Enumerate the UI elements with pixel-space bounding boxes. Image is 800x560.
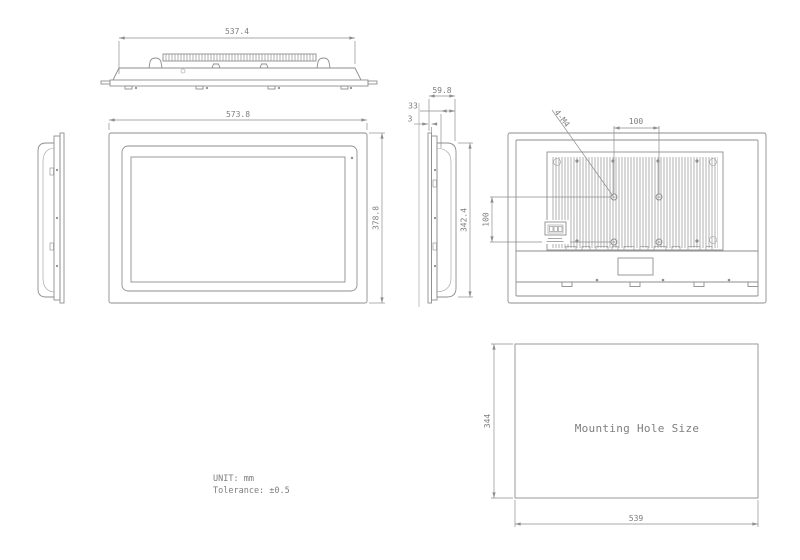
front-outer-frame <box>108 132 368 304</box>
top-view-width-dim: 537.4 <box>225 27 249 36</box>
front-view: 573.8 378.8 <box>108 110 385 304</box>
mounting-label: Mounting Hole Size <box>575 422 700 435</box>
rear-heatsink-plate <box>546 151 724 251</box>
front-view-width-dim: 573.8 <box>226 110 250 119</box>
side-body-height-dim: 342.4 <box>460 208 469 232</box>
mounting-width-dim: 539 <box>629 514 644 523</box>
rear-outer-frame <box>507 132 767 304</box>
rear-view: 4-M4 100 100 <box>482 108 767 304</box>
rear-chassis <box>515 139 759 297</box>
side-bezel-dim: 3 <box>408 115 413 124</box>
unit-note: UNIT: mm <box>213 474 254 484</box>
side-view: 59.8 33 3 342.4 <box>408 86 473 307</box>
tolerance-note: Tolerance: ±0.5 <box>213 486 290 496</box>
rear-holes-callout: 4-M4 <box>552 108 571 129</box>
left-side-view <box>37 132 65 304</box>
front-view-height-dim: 378.8 <box>372 206 381 230</box>
power-terminal-block <box>542 220 570 244</box>
rear-hole-spacing-h: 100 <box>629 117 644 126</box>
drawing-notes: UNIT: mm Tolerance: ±0.5 <box>213 474 290 496</box>
rear-hole-spacing-v: 100 <box>482 212 491 227</box>
side-total-depth-dim: 59.8 <box>432 86 451 95</box>
top-heatsink <box>162 53 317 62</box>
front-sensor-dot <box>350 156 354 160</box>
side-rear-box-dim: 33 <box>408 102 418 111</box>
front-bezel <box>121 145 358 292</box>
front-screen <box>130 156 346 283</box>
mounting-cutout-rect <box>514 343 759 499</box>
mounting-hole-view: 344 539 Mounting Hole Size <box>483 343 759 527</box>
rear-label-area <box>617 257 654 276</box>
top-view: 537.4 <box>100 27 378 90</box>
mounting-height-dim: 344 <box>483 414 492 429</box>
rear-heatsink-fins <box>552 157 718 248</box>
io-connectors <box>565 246 713 251</box>
